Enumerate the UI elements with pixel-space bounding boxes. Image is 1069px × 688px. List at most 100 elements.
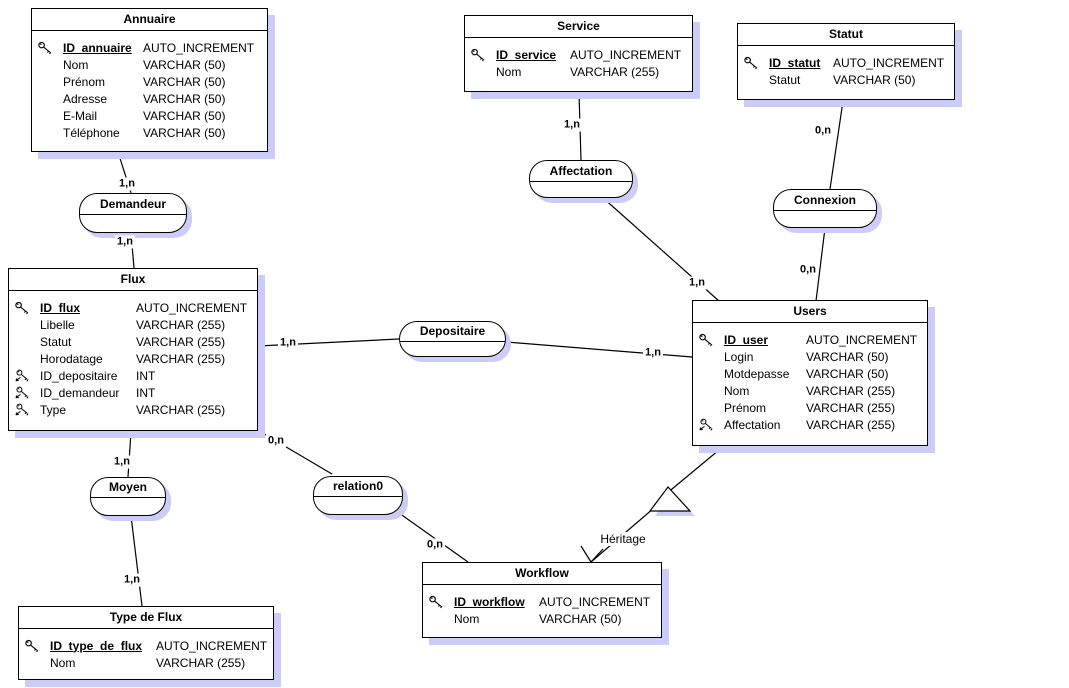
relation-label: Affectation <box>530 161 632 182</box>
table-row: Statut VARCHAR (255) <box>9 333 257 350</box>
field-type: VARCHAR (255) <box>570 64 660 79</box>
line-statut-connexion <box>829 100 844 190</box>
relation-oval-demandeur[interactable]: Demandeur <box>79 193 187 233</box>
inheritance-triangle <box>648 486 692 512</box>
field-type: AUTO_INCREMENT <box>833 55 945 70</box>
field-type: VARCHAR (50) <box>143 108 226 123</box>
cardinality-label: 0,n <box>813 124 833 138</box>
field-name: Login <box>724 349 754 364</box>
field-name: Type <box>40 402 67 417</box>
field-type: VARCHAR (255) <box>806 417 896 432</box>
cardinality-label: 1,n <box>643 346 663 360</box>
relation-oval-relation0[interactable]: relation0 <box>313 476 403 515</box>
table-title: Annuaire <box>32 9 267 31</box>
table-row: Type VARCHAR (255) <box>9 401 257 418</box>
cardinality-label: 1,n <box>112 455 132 469</box>
field-type: AUTO_INCREMENT <box>156 638 268 653</box>
relation-oval-connexion[interactable]: Connexion <box>773 189 877 228</box>
field-name: Libelle <box>40 317 75 332</box>
field-type: VARCHAR (255) <box>806 383 896 398</box>
line-relation0-workflow <box>398 512 469 563</box>
field-name: Nom <box>496 64 522 79</box>
field-type: VARCHAR (255) <box>156 655 246 670</box>
inheritance-arrowhead <box>580 545 592 563</box>
relation-oval-affectation[interactable]: Affectation <box>529 160 633 198</box>
entity-table-type-de-flux[interactable]: Type de Flux ID_type_de_flux AUTO_INCREME… <box>18 606 274 680</box>
table-row: Login VARCHAR (50) <box>693 348 927 365</box>
field-name: Statut <box>40 334 72 349</box>
field-type: VARCHAR (255) <box>136 334 226 349</box>
inheritance-label: Héritage <box>598 532 648 546</box>
field-name: ID_type_de_flux <box>50 638 143 653</box>
field-type: VARCHAR (255) <box>136 402 226 417</box>
relation-label: Depositaire <box>400 322 505 342</box>
field-type: VARCHAR (50) <box>143 91 226 106</box>
primary-key-icon <box>428 595 454 609</box>
line-moyen-typedeflux <box>130 515 143 607</box>
line-flux-moyen <box>127 431 132 478</box>
table-row: ID_demandeur INT <box>9 384 257 401</box>
table-row: Nom VARCHAR (255) <box>465 63 692 80</box>
field-type: AUTO_INCREMENT <box>143 40 255 55</box>
field-type: VARCHAR (255) <box>136 351 226 366</box>
field-name: Nom <box>63 57 89 72</box>
line-connexion-users <box>815 227 826 302</box>
relation-label: Moyen <box>91 478 165 498</box>
line-users-inheritance <box>665 449 720 495</box>
cardinality-label: 0,n <box>798 263 818 277</box>
field-name: Téléphone <box>63 125 120 140</box>
foreign-key-icon <box>14 386 40 400</box>
table-title: Workflow <box>423 563 661 585</box>
field-type: INT <box>136 385 156 400</box>
field-name: Statut <box>769 72 801 87</box>
primary-key-icon <box>24 639 50 653</box>
table-title: Service <box>465 16 692 38</box>
inheritance-arrowhead <box>590 548 604 563</box>
relation-oval-depositaire[interactable]: Depositaire <box>399 321 506 357</box>
table-title: Users <box>693 301 927 323</box>
table-title: Flux <box>9 269 257 291</box>
table-title: Type de Flux <box>19 607 273 629</box>
relation-label: relation0 <box>314 477 402 497</box>
field-name: Nom <box>50 655 76 670</box>
table-row: Nom VARCHAR (255) <box>19 654 273 671</box>
field-name: Horodatage <box>40 351 103 366</box>
field-name: Prénom <box>724 400 767 415</box>
field-name: ID_flux <box>40 300 81 315</box>
relation-oval-moyen[interactable]: Moyen <box>90 477 166 516</box>
field-type: VARCHAR (50) <box>806 349 889 364</box>
relation-label: Connexion <box>774 190 876 211</box>
cardinality-label: 1,n <box>278 336 298 350</box>
field-name: ID_user <box>724 332 769 347</box>
field-name: ID_annuaire <box>63 40 132 55</box>
cardinality-label: 1,n <box>117 177 137 191</box>
primary-key-icon <box>743 56 769 70</box>
table-fields: ID_type_de_flux AUTO_INCREMENT Nom VARCHAR … <box>19 629 273 671</box>
cardinality-label: 1,n <box>687 276 707 290</box>
field-name: ID_demandeur <box>40 385 120 400</box>
field-name: ID_workflow <box>454 594 525 609</box>
line-depositaire-users <box>505 341 693 358</box>
